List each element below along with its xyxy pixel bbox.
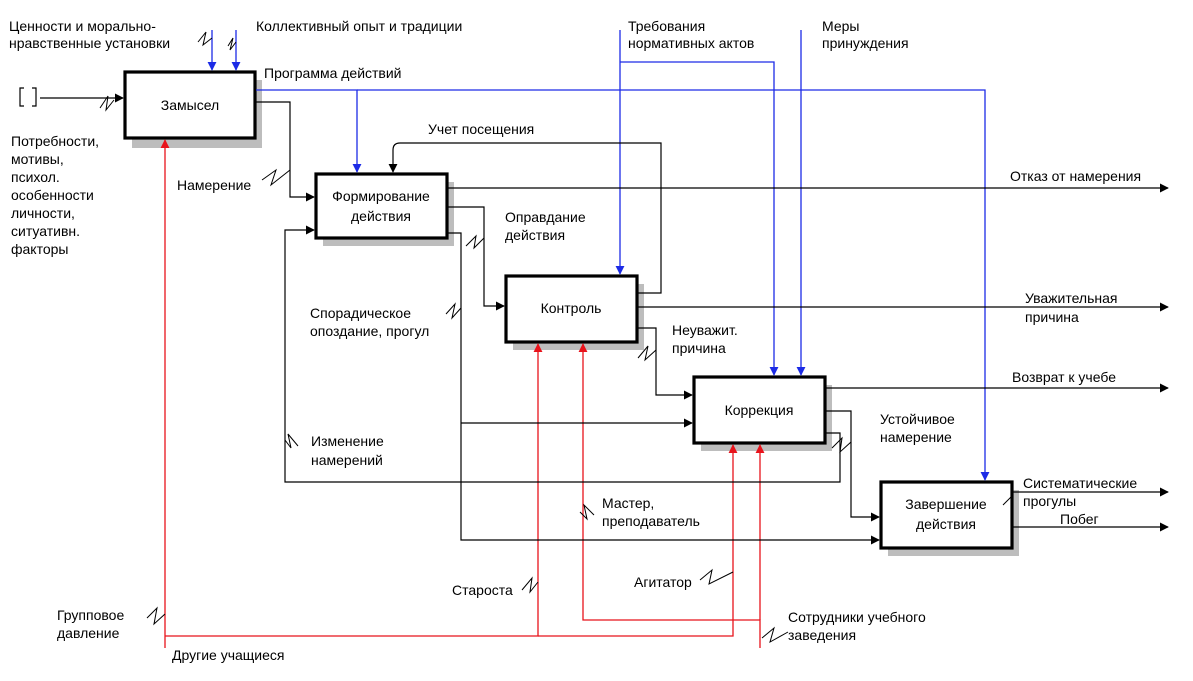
label-potrebnosti-2: мотивы, <box>11 151 64 167</box>
label-opyt: Коллективный опыт и традиции <box>256 18 462 34</box>
node-zamysel-label: Замысел <box>161 97 219 113</box>
squiggle-gruppovoe <box>146 606 166 626</box>
label-trebovaniya-2: нормативных актов <box>628 35 754 51</box>
label-potrebnosti-7: факторы <box>11 241 68 257</box>
tunnel-bracket-right <box>32 87 37 107</box>
label-drugie: Другие учащиеся <box>172 647 285 663</box>
label-opravdanie-2: действия <box>505 227 565 243</box>
node-formirovanie-label-2: действия <box>351 208 411 224</box>
label-sistematicheskie-1: Систематические <box>1023 475 1137 491</box>
label-potrebnosti-3: психол. <box>11 169 60 185</box>
squiggle-cennosti <box>197 31 213 47</box>
squiggle-opyt <box>227 37 237 51</box>
label-gruppovoe-1: Групповое <box>57 607 124 623</box>
label-izmenenie-2: намерений <box>311 452 383 468</box>
label-sistematicheskie-2: прогулы <box>1023 493 1076 509</box>
tunnel-bracket-left <box>19 87 24 107</box>
arrow-formirovanie-to-zavershenie <box>448 232 880 545</box>
squiggle-izmenenie <box>284 433 299 449</box>
node-kontrol-label: Контроль <box>541 300 602 316</box>
squiggle-sistematicheskie <box>1002 494 1014 506</box>
node-formirovanie-label-1: Формирование <box>332 188 430 204</box>
label-squiggles <box>99 31 1014 644</box>
label-gruppovoe-2: давление <box>57 625 120 641</box>
label-master-2: преподаватель <box>602 513 700 529</box>
label-mery-1: Меры <box>822 18 859 34</box>
label-ustoychivoe-1: Устойчивое <box>880 411 955 427</box>
label-programma: Программа действий <box>264 65 402 81</box>
mechanism-arrows <box>160 139 765 648</box>
node-formirovanie: Формирование действия <box>314 172 454 246</box>
label-otkaz: Отказ от намерения <box>1010 168 1141 184</box>
label-uvazhitelnaya-1: Уважительная <box>1025 290 1118 306</box>
label-sotrudniki-2: заведения <box>788 627 856 643</box>
arrow-trebovaniya-to-korrekciya <box>620 61 779 376</box>
node-korrekciya: Коррекция <box>692 375 832 451</box>
control-arrows <box>207 30 990 481</box>
label-master-1: Мастер, <box>602 495 654 511</box>
squiggle-starosta <box>521 576 539 594</box>
label-trebovaniya-1: Требования <box>628 18 705 34</box>
label-ustoychivoe-2: намерение <box>880 429 952 445</box>
arrow-neuvazhit <box>638 327 693 400</box>
squiggle-namerenie <box>261 168 291 187</box>
node-kontrol: Контроль <box>504 274 644 350</box>
node-zavershenie-label-1: Завершение <box>905 496 987 512</box>
squiggle-sporadicheskoe <box>445 302 462 320</box>
label-sporadicheskoe-2: опоздание, прогул <box>310 323 429 339</box>
arrow-uchet <box>388 142 662 294</box>
label-potrebnosti-1: Потребности, <box>11 133 99 149</box>
label-cennosti-2: нравственные установки <box>9 35 170 51</box>
node-zavershenie-label-2: действия <box>916 516 976 532</box>
label-uchet: Учет посещения <box>428 121 534 137</box>
label-izmenenie-1: Изменение <box>311 433 384 449</box>
arrow-programma-to-zavershenie <box>357 89 990 481</box>
label-vozvrat: Возврат к учебе <box>1012 369 1116 385</box>
arrow-namerenie <box>256 101 315 202</box>
node-korrekciya-label: Коррекция <box>725 402 794 418</box>
label-pobeg: Побег <box>1060 511 1099 527</box>
label-potrebnosti-5: личности, <box>11 205 75 221</box>
label-starosta: Староста <box>452 582 513 598</box>
label-mery-2: принуждения <box>822 35 909 51</box>
label-neuvazhit-2: причина <box>672 340 726 356</box>
labels: Ценности и морально- нравственные устано… <box>9 18 1141 663</box>
node-zamysel: Замысел <box>123 70 262 148</box>
label-potrebnosti-4: особенности <box>11 187 94 203</box>
node-zavershenie: Завершение действия <box>879 480 1019 556</box>
squiggle-potrebnosti <box>99 95 115 112</box>
label-uvazhitelnaya-2: причина <box>1025 309 1079 325</box>
label-agitator: Агитатор <box>634 574 692 590</box>
label-neuvazhit-1: Неуважит. <box>672 322 738 338</box>
arrow-opravdanie <box>448 206 505 311</box>
squiggle-neuvazhit <box>637 345 657 362</box>
label-sotrudniki-1: Сотрудники учебного <box>788 609 926 625</box>
label-cennosti-1: Ценности и морально- <box>9 18 156 34</box>
flow-arrows <box>19 87 1169 545</box>
label-opravdanie-1: Оправдание <box>505 209 586 225</box>
squiggle-master <box>579 503 595 521</box>
squiggle-ustoychivoe <box>831 436 852 454</box>
arrow-izmenenie <box>284 225 841 483</box>
label-potrebnosti-6: ситуативн. <box>11 223 80 239</box>
arrow-ustoychivoe <box>826 410 880 522</box>
squiggle-sotrudniki <box>761 626 789 644</box>
arrow-drugie-to-korrekciya <box>538 444 738 637</box>
label-namerenie: Намерение <box>177 177 251 193</box>
label-sporadicheskoe-1: Спорадическое <box>310 305 411 321</box>
squiggle-agitator <box>699 568 734 585</box>
squiggle-opravdanie <box>465 234 485 250</box>
